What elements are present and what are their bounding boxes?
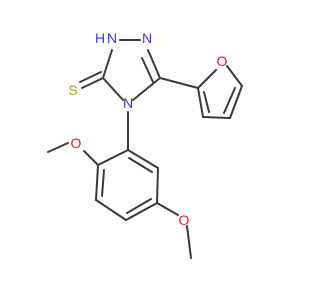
bond-furan-c5-c4-b xyxy=(223,87,236,114)
bond-c5-furan xyxy=(159,77,199,89)
bond-c3-s-a xyxy=(81,77,104,89)
bond-n4-c5 xyxy=(132,77,161,101)
bond-furan-c3-c2-b xyxy=(203,91,210,113)
triazole-ring xyxy=(102,39,161,101)
molecule-structure: H N N N S O O O xyxy=(47,30,243,259)
bond-ph-o-top xyxy=(83,150,99,166)
bond-n1-c3 xyxy=(102,49,113,79)
bond-ph-c2-c3-a xyxy=(95,164,99,201)
bond-ph-o-bottom xyxy=(156,202,179,216)
bond-ph-c5-c6 xyxy=(156,167,159,204)
furan-ring xyxy=(159,65,243,119)
bond-ph-c6-c1-a xyxy=(127,149,159,169)
atom-n4: N xyxy=(123,95,133,111)
bond-ph-c1-c2 xyxy=(97,149,129,166)
atom-o-methoxy-bottom: O xyxy=(179,212,190,228)
bond-ph-c4-c5-a xyxy=(125,202,158,221)
bond-ph-c3-c4 xyxy=(95,199,127,221)
atom-h-n1: H xyxy=(95,30,105,46)
phenyl-ring xyxy=(95,149,159,221)
bond-ph-c4-c5-b xyxy=(126,198,152,214)
bond-c5-n2-b xyxy=(141,57,154,83)
thione-group xyxy=(79,71,104,89)
methoxy-bottom xyxy=(156,202,192,259)
atom-s: S xyxy=(68,82,77,98)
bond-ph-c2-c3-b xyxy=(101,169,105,197)
bond-o-ch3-bottom xyxy=(186,225,192,259)
bond-c3-s-b xyxy=(79,71,102,83)
bond-o-ch3-top xyxy=(47,142,69,153)
bond-furan-c4-c3 xyxy=(202,116,231,119)
atom-n1: N xyxy=(107,30,117,46)
bond-furan-c5-c4-a xyxy=(229,85,243,119)
methoxy-top xyxy=(47,142,99,166)
atom-o-furan: O xyxy=(217,53,228,69)
bond-furan-c2-o xyxy=(197,69,217,89)
atom-o-methoxy-top: O xyxy=(71,135,82,151)
bond-ph-c6-c1-b xyxy=(128,157,153,173)
bond-furan-o-c5 xyxy=(226,65,243,87)
bond-c3-n4 xyxy=(102,77,124,101)
bond-furan-c3-c2-a xyxy=(197,87,204,118)
atom-n2: N xyxy=(142,30,152,46)
bond-c5-n2-a xyxy=(147,49,161,79)
